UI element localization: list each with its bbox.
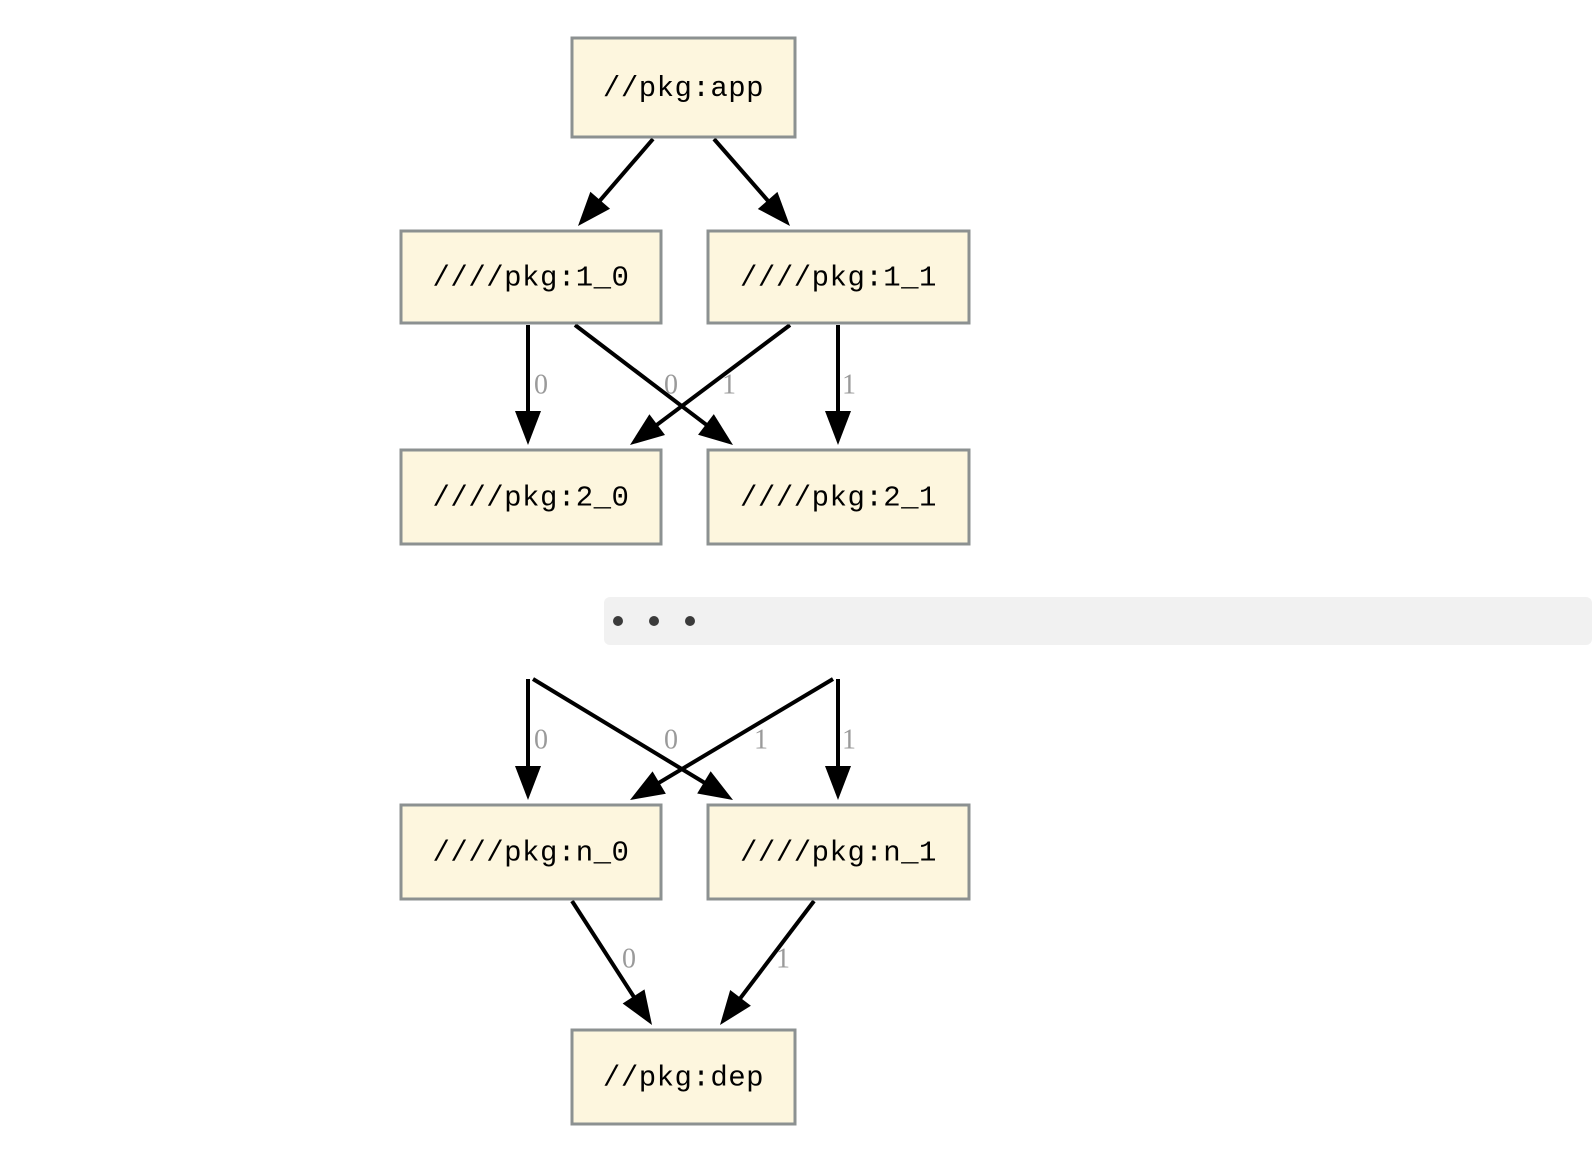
edge-1_0-to-2_1: 0 — [573, 323, 733, 445]
edge-hidden-to-n_1-cross: 0 — [531, 677, 733, 800]
edge-line — [653, 677, 835, 788]
edge-label: 0 — [534, 369, 548, 400]
edge-app-to-1_0 — [578, 137, 655, 226]
edge-arrowhead — [825, 766, 851, 800]
node-n2_0[interactable]: ////pkg:2_0 — [399, 448, 663, 546]
edge-line — [651, 323, 792, 430]
node-label: //pkg:dep — [603, 1062, 764, 1095]
ellipsis-dot-2 — [685, 616, 695, 626]
node-n1_1[interactable]: ////pkg:1_1 — [706, 229, 971, 325]
node-app[interactable]: //pkg:app — [570, 36, 797, 139]
edge-n_0-to-dep: 0 — [570, 899, 652, 1025]
edge-1_1-to-2_0: 1 — [630, 323, 792, 445]
edge-arrowhead — [578, 191, 611, 226]
node-nn_0[interactable]: ////pkg:n_0 — [399, 803, 663, 901]
node-box[interactable] — [706, 229, 971, 325]
edge-arrowhead — [630, 771, 666, 800]
ellipsis-dot-1 — [649, 616, 659, 626]
edge-label: 1 — [776, 943, 790, 974]
node-box[interactable] — [706, 448, 971, 546]
node-box[interactable] — [570, 1028, 797, 1126]
edge-1_0-to-2_0: 0 — [515, 325, 548, 445]
edge-arrowhead — [698, 414, 733, 445]
edge-label: 0 — [534, 724, 548, 755]
edge-arrowhead — [515, 766, 541, 800]
node-dep[interactable]: //pkg:dep — [570, 1028, 797, 1126]
ellipsis-band — [604, 597, 1592, 645]
edge-line — [735, 899, 816, 1004]
node-box[interactable] — [399, 229, 663, 325]
node-n2_1[interactable]: ////pkg:2_1 — [706, 448, 971, 546]
edge-label: 0 — [664, 369, 678, 400]
edge-label: 1 — [842, 724, 856, 755]
edge-app-to-1_1 — [712, 137, 790, 226]
edge-label: 1 — [842, 369, 856, 400]
edge-label: 0 — [622, 943, 636, 974]
edge-arrowhead — [630, 414, 665, 445]
edge-arrowhead — [757, 191, 790, 226]
edge-arrowhead — [515, 411, 541, 445]
edge-hidden-to-n_0: 0 — [515, 679, 548, 800]
node-box[interactable] — [399, 803, 663, 901]
node-box[interactable] — [570, 36, 797, 139]
edge-n_1-to-dep: 1 — [720, 899, 816, 1025]
node-n1_0[interactable]: ////pkg:1_0 — [399, 229, 663, 325]
node-label: ////pkg:1_1 — [740, 262, 937, 295]
edge-arrowhead — [622, 989, 652, 1025]
edge-line — [594, 137, 655, 207]
node-label: ////pkg:2_0 — [433, 482, 630, 515]
edge-label: 0 — [664, 724, 678, 755]
edge-label: 1 — [722, 369, 736, 400]
node-box[interactable] — [706, 803, 971, 901]
edge-hidden-to-n_0-cross: 1 — [630, 677, 835, 800]
edge-hidden-to-n_1: 1 — [825, 679, 856, 800]
node-nn_1[interactable]: ////pkg:n_1 — [706, 803, 971, 901]
edge-arrowhead — [825, 411, 851, 445]
edge-line — [573, 323, 712, 430]
ellipsis-dots — [613, 616, 695, 626]
edge-line — [712, 137, 774, 207]
ellipsis-dot-0 — [613, 616, 623, 626]
node-label: ////pkg:1_0 — [433, 262, 630, 295]
node-label: ////pkg:2_1 — [740, 482, 937, 515]
edge-1_1-to-2_1: 1 — [825, 325, 856, 445]
edge-arrowhead — [720, 990, 751, 1025]
edge-label: 1 — [754, 724, 768, 755]
node-label: ////pkg:n_0 — [433, 837, 630, 870]
node-box[interactable] — [399, 448, 663, 546]
ellipsis-group — [604, 597, 1592, 645]
node-label: //pkg:app — [603, 72, 764, 105]
nodes-group: //pkg:app ////pkg:1_0 ////pkg:1_1 ////pkg:2… — [399, 36, 971, 1126]
edges-group: 0 0 1 1 0 0 1 1 0 1 — [515, 137, 856, 1025]
edge-line — [531, 677, 711, 788]
node-label: ////pkg:n_1 — [740, 837, 937, 870]
edge-line — [570, 899, 639, 1003]
edge-arrowhead — [697, 771, 733, 800]
